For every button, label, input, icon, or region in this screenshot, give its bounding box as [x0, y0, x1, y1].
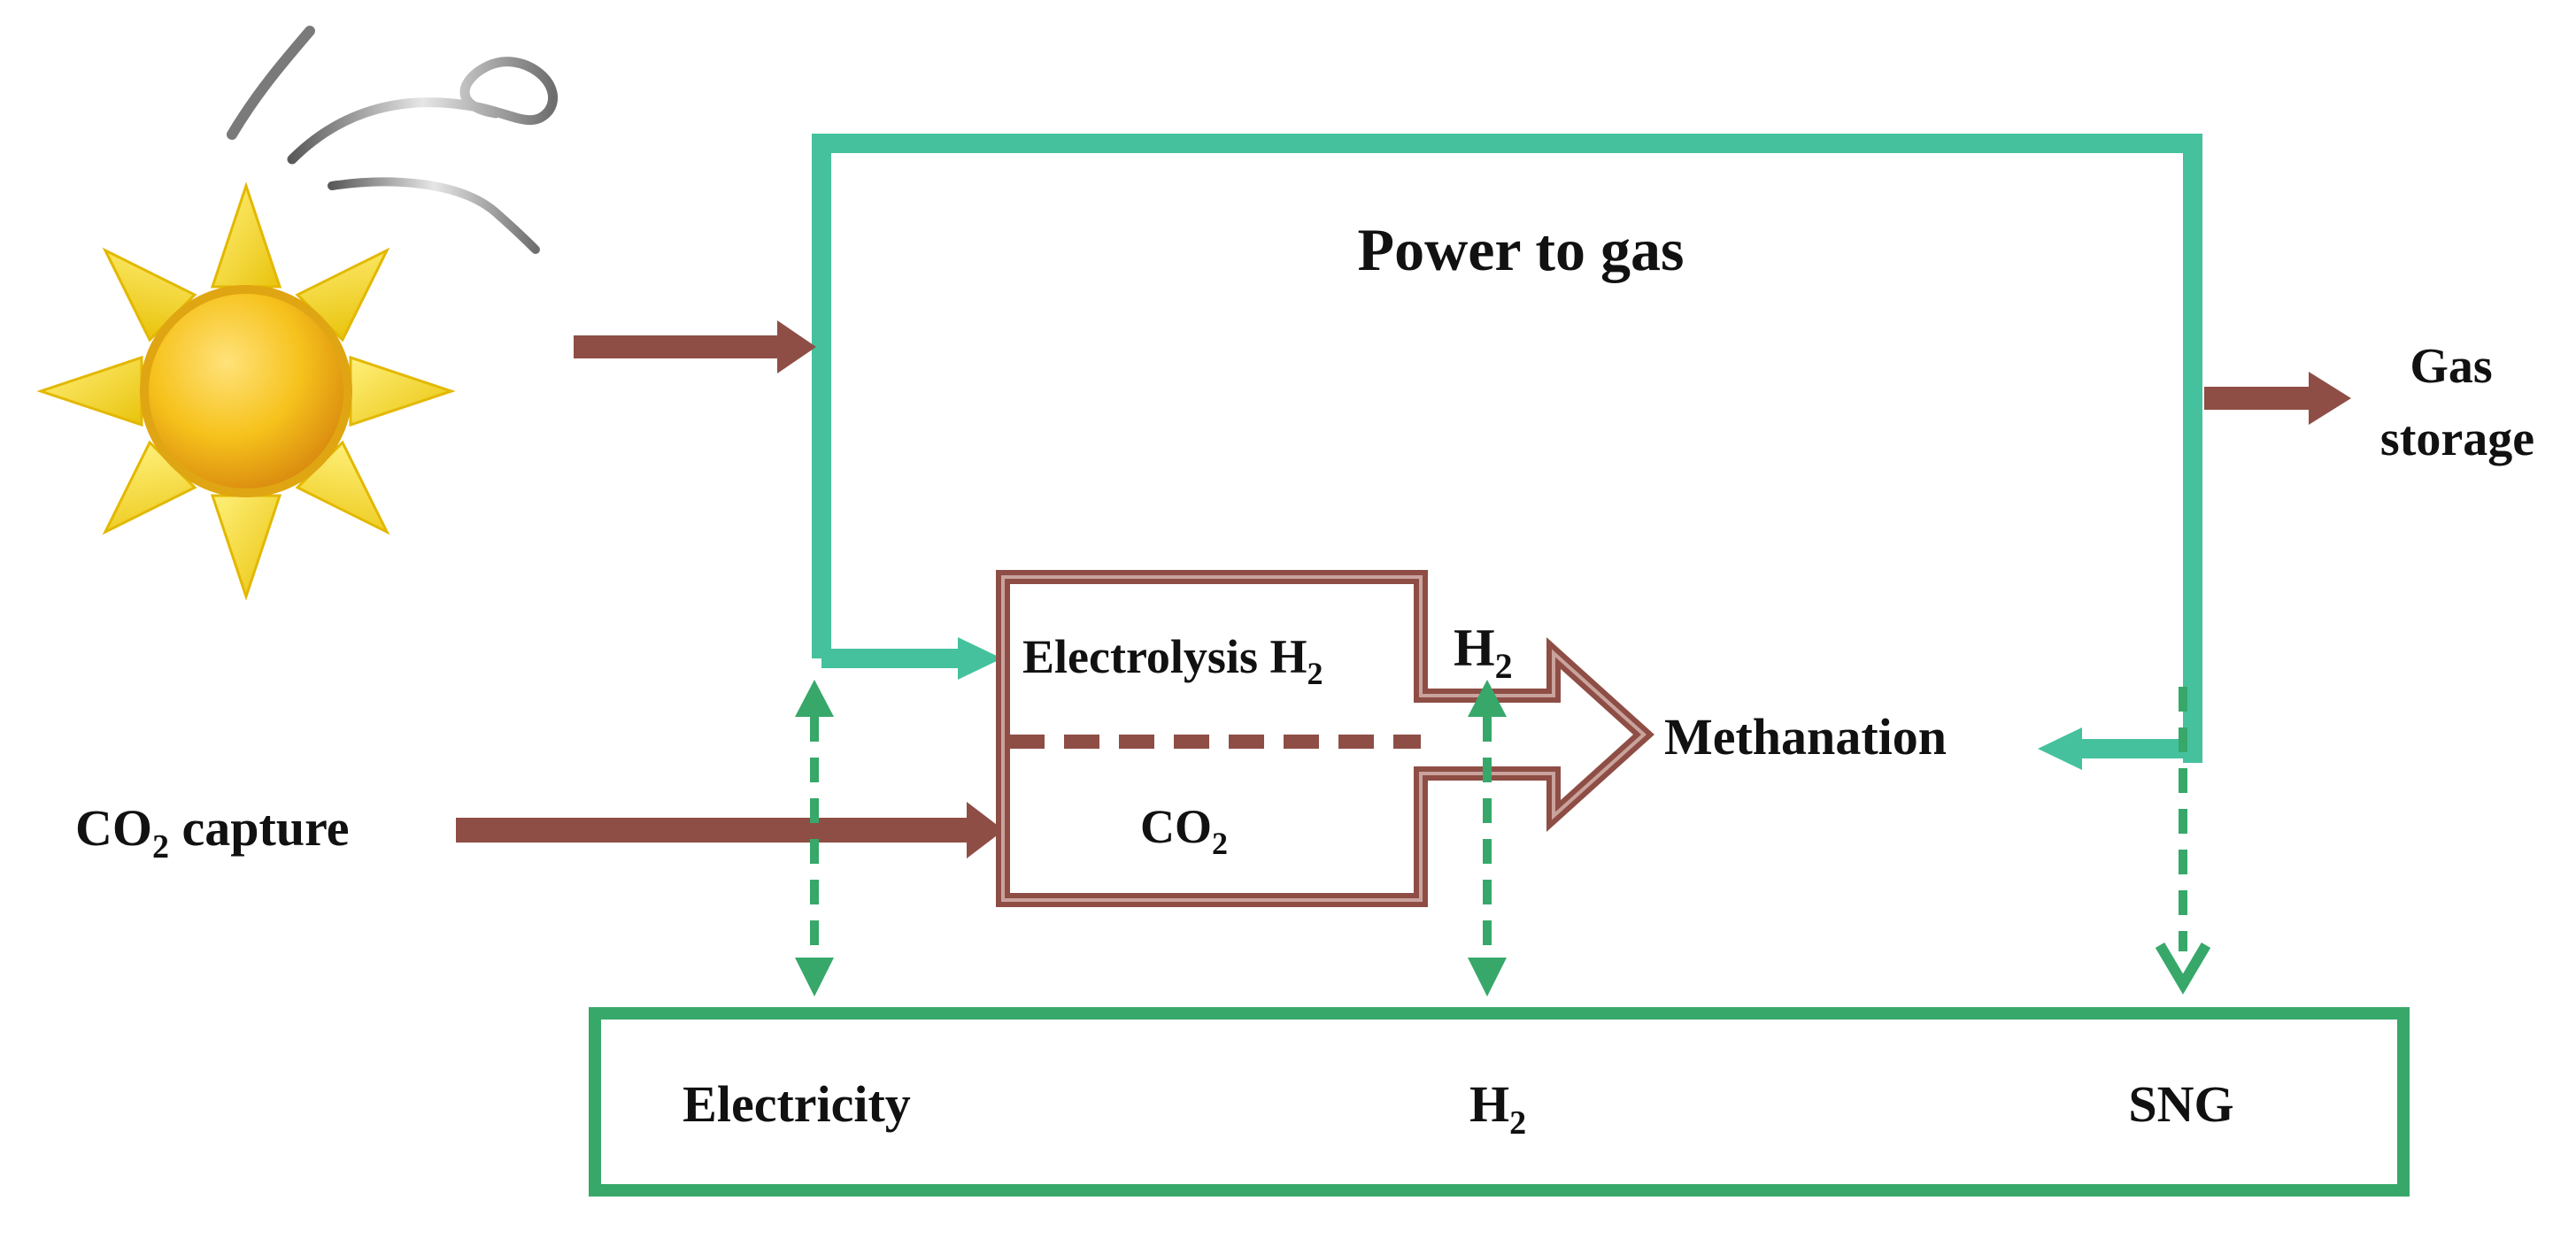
electricity-dashed-arrow [795, 680, 834, 997]
storage-h2-label: H2 [1469, 1075, 1526, 1142]
gas-storage-label: Gas storage [2380, 339, 2534, 466]
sng-dashed-arrow [2155, 687, 2211, 995]
methanation-label: Methanation [1664, 708, 1947, 766]
electrolysis-label: Electrolysis H2 [1022, 630, 1323, 691]
power-to-gas-loop [812, 134, 2202, 763]
arrowhead-to-electrolysis [958, 637, 1002, 680]
sun-input-arrow [574, 320, 816, 373]
sun-icon [36, 181, 456, 601]
co2-label: CO2 [1140, 800, 1228, 861]
h2-arrow-label: H2 [1454, 619, 1513, 686]
storage-electricity-label: Electricity [683, 1075, 911, 1133]
h2-dashed-arrow [1468, 680, 1507, 997]
gas-storage-arrow [2204, 372, 2351, 425]
storage-sng-label: SNG [2128, 1075, 2233, 1133]
arrowhead-to-methanation [2038, 727, 2082, 770]
co2-capture-label: CO2 capture [75, 799, 350, 866]
storage-box [589, 1007, 2410, 1197]
wind-icon [227, 26, 559, 254]
co2-capture-arrow [456, 802, 1004, 858]
page-title: Power to gas [1358, 216, 1685, 283]
electrolysis-methanation-block [996, 570, 1654, 907]
